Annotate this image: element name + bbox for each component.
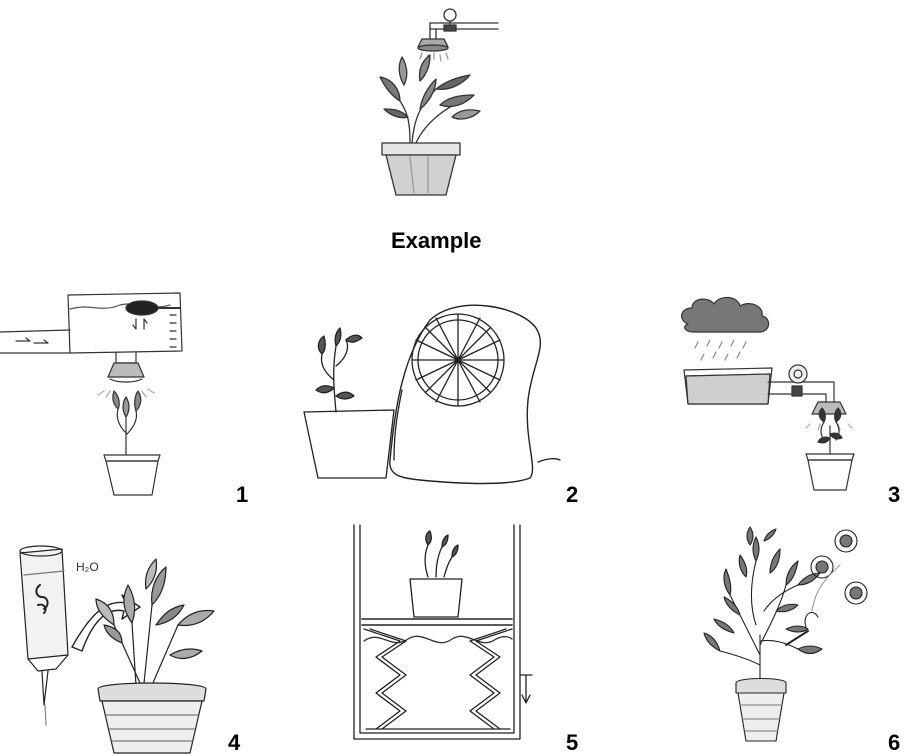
panel-4-number: 4 <box>228 730 241 755</box>
panel-4-illustration: H₂O <box>10 515 230 755</box>
panel-5-illustration <box>340 525 535 755</box>
example-illustration <box>370 5 510 200</box>
tank-label-text: H₂O <box>76 560 99 574</box>
panel-5-number: 5 <box>566 730 579 755</box>
panel-2-number: 2 <box>566 482 579 507</box>
bellows-pump-drawing <box>340 525 535 755</box>
water-wheel-sack-drawing <box>290 300 560 500</box>
drip-bottle-plant-drawing: H₂O <box>10 515 230 755</box>
shower-plant-drawing <box>370 5 510 200</box>
example-label: Example <box>391 228 482 253</box>
panel-2-illustration <box>290 300 560 500</box>
panel-3-illustration <box>668 290 868 500</box>
panel-6-illustration <box>690 515 890 755</box>
rain-tank-sprinkler-drawing <box>668 290 868 500</box>
reservoir-float-sprinkler-drawing <box>0 285 200 495</box>
panel-6-number: 6 <box>888 730 901 755</box>
panel-3-number: 3 <box>888 482 901 507</box>
tree-with-sensors-drawing <box>690 515 890 755</box>
panel-1-number: 1 <box>236 482 249 507</box>
panel-1-illustration <box>0 285 200 495</box>
